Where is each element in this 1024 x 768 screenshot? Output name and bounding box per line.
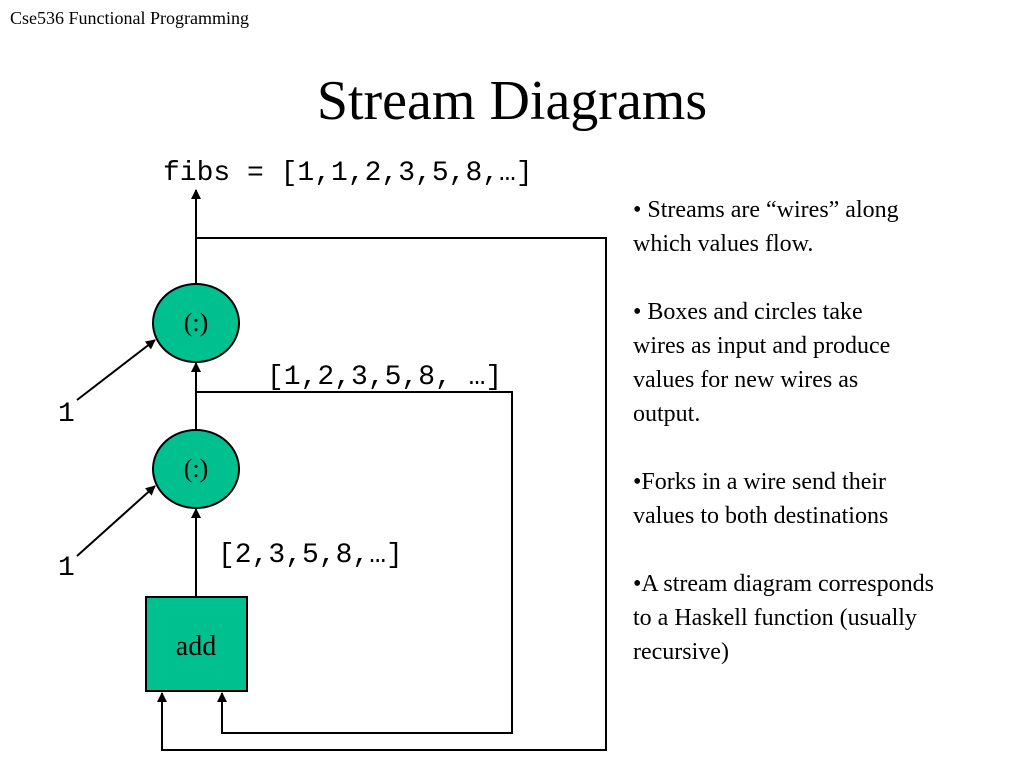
lower-cons-label: (:) (184, 454, 209, 483)
lower-input-label: 1 (58, 553, 75, 584)
upper-input-label: 1 (58, 399, 75, 430)
fibs-feedback-wire (157, 237, 607, 751)
tail-feedback-wire (196, 391, 513, 734)
fibs-label: fibs = [1,1,2,3,5,8,…] (163, 158, 533, 189)
upper-cons-label: (:) (184, 308, 209, 337)
lower-input-wire (76, 485, 156, 557)
add-box-label: add (176, 631, 216, 662)
bullet-list: • Streams are “wires” along which values… (633, 193, 1013, 703)
bullet-item: • Boxes and circles take wires as input … (633, 299, 891, 427)
bullet-item: • Streams are “wires” along which values… (633, 197, 899, 257)
slide-title: Stream Diagrams (316, 70, 708, 132)
bullet-item: •Forks in a wire send their values to bo… (633, 469, 889, 529)
upper-input-wire (76, 339, 156, 401)
course-header: Cse536 Functional Programming (10, 8, 249, 28)
tail-stream-label: [1,2,3,5,8, …] (267, 362, 502, 393)
bullet-item: •A stream diagram corresponds to a Haske… (633, 571, 934, 665)
add-box (145, 596, 248, 692)
tail-tail-stream-label: [2,3,5,8,…] (218, 540, 403, 571)
